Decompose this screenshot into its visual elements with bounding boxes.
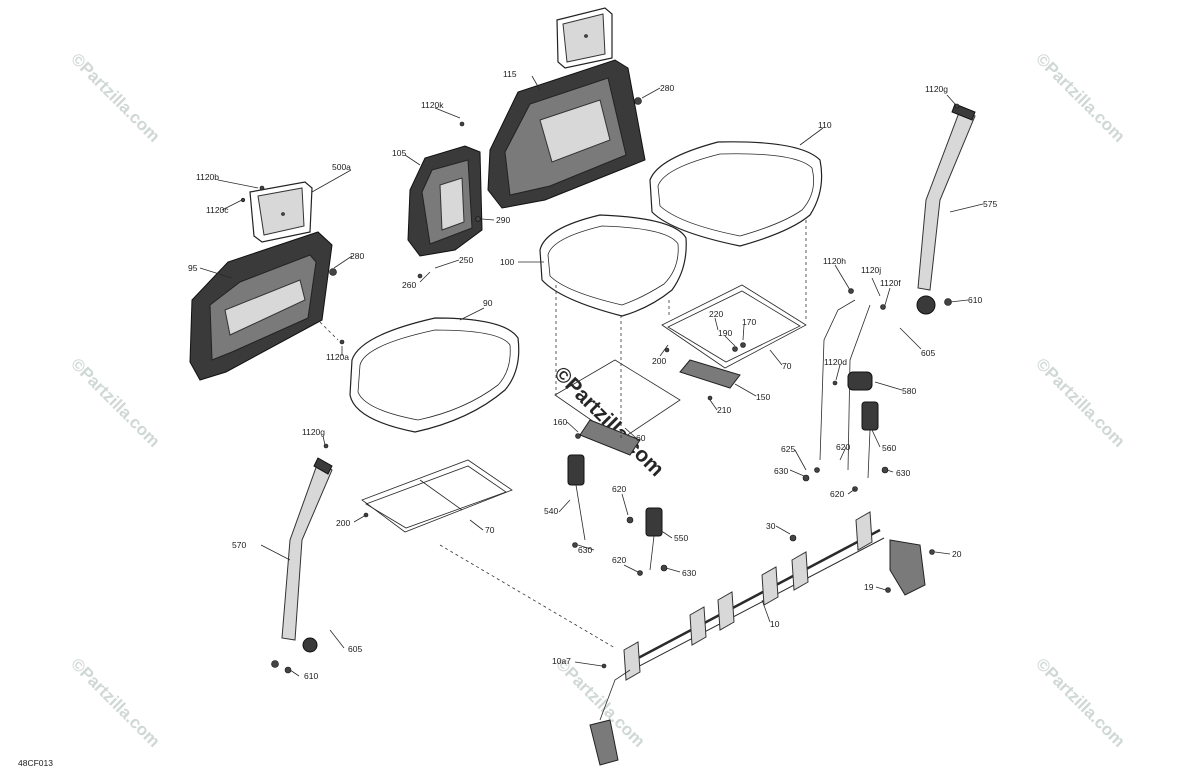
seat-belt-580 [819, 299, 873, 471]
callout-10: 10 [770, 619, 780, 629]
callout-630-a: 630 [578, 545, 592, 555]
callout-1120k: 1120k [421, 100, 444, 110]
headrest-left [249, 181, 313, 243]
seat-belt-575 [916, 103, 976, 315]
backrest-105 [407, 145, 483, 257]
callout-30: 30 [766, 521, 776, 531]
callout-630-d: 630 [896, 468, 910, 478]
belt-buckle-550 [645, 507, 663, 571]
callout-580: 580 [902, 386, 916, 396]
callout-620-c: 620 [836, 442, 850, 452]
callout-115: 115 [503, 69, 517, 79]
callout-1120h: 1120h [823, 256, 846, 266]
callout-95: 95 [188, 263, 198, 273]
watermark: ©Partzilla.com [67, 49, 163, 145]
callout-105: 105 [392, 148, 406, 158]
callout-70-right: 70 [782, 361, 792, 371]
callout-620-a: 620 [612, 484, 626, 494]
callout-200-right: 200 [652, 356, 666, 366]
watermark: ©Partzilla.com [67, 654, 163, 750]
callout-110: 110 [818, 120, 832, 130]
callout-19: 19 [864, 582, 874, 592]
seat-frame-70-left [361, 459, 513, 533]
callout-1120a: 1120a [326, 352, 349, 362]
callout-190: 190 [718, 328, 732, 338]
callout-60: 60 [636, 433, 646, 443]
seat-cushion-100 [539, 214, 687, 317]
callout-260: 260 [402, 280, 416, 290]
watermark: ©Partzilla.com [67, 354, 163, 450]
seat-base-frame-10 [589, 511, 926, 766]
watermark: ©Partzilla.com [1032, 49, 1128, 145]
callout-550: 550 [674, 533, 688, 543]
alignment-lines [319, 220, 807, 649]
callout-610-right: 610 [968, 295, 982, 305]
seat-belt-570 [281, 457, 333, 653]
callout-500a: 500a [332, 162, 351, 172]
leader-lines [199, 75, 984, 677]
callout-280-top: 280 [660, 83, 674, 93]
watermark-center: ©Partzilla.com [549, 362, 668, 481]
callout-630-b: 630 [682, 568, 696, 578]
callout-160: 160 [553, 417, 567, 427]
callout-610-left: 610 [304, 671, 318, 681]
callout-100: 100 [500, 257, 514, 267]
seat-cushion-110 [649, 141, 823, 247]
callout-605-left: 605 [348, 644, 362, 654]
headrest-center [556, 7, 613, 69]
callout-1120j: 1120j [861, 265, 881, 275]
callout-570: 570 [232, 540, 246, 550]
callout-1120c: 1120c [206, 205, 229, 215]
callout-1120g-right: 1120g [925, 84, 948, 94]
callout-540: 540 [544, 506, 558, 516]
fasteners [240, 97, 960, 674]
callout-575: 575 [983, 199, 997, 209]
callout-290: 290 [496, 215, 510, 225]
callout-labels: 500a 1120b 1120c 280 95 1120a 105 1120k … [188, 69, 997, 681]
belt-buckle-560 [861, 401, 879, 479]
callout-560: 560 [882, 443, 896, 453]
callout-1120f: 1120f [880, 278, 901, 288]
callout-170: 170 [742, 317, 756, 327]
callout-20: 20 [952, 549, 962, 559]
callout-1120g-left: 1120g [302, 427, 325, 437]
callout-625: 625 [781, 444, 795, 454]
callout-70-left: 70 [485, 525, 495, 535]
diagram-code: 48CF013 [18, 758, 53, 768]
callout-220: 220 [709, 309, 723, 319]
callout-620-b: 620 [612, 555, 626, 565]
callout-10a7: 10a7 [552, 656, 571, 666]
callout-200-left: 200 [336, 518, 350, 528]
seat-frame-70-right [661, 284, 807, 389]
seat-cushion-90 [349, 317, 520, 433]
callout-280-left: 280 [350, 251, 364, 261]
callout-150: 150 [756, 392, 770, 402]
callout-1120d: 1120d [824, 357, 847, 367]
callout-620-d: 620 [830, 489, 844, 499]
watermark: ©Partzilla.com [1032, 354, 1128, 450]
callout-1120b: 1120b [196, 172, 219, 182]
backrest-95 [189, 231, 333, 381]
callout-605-right: 605 [921, 348, 935, 358]
callout-630-c: 630 [774, 466, 788, 476]
belt-buckle-540 [567, 454, 586, 541]
callout-250: 250 [459, 255, 473, 265]
watermark: ©Partzilla.com [1032, 654, 1128, 750]
backrest-115 [487, 59, 646, 209]
seat-frame-60 [554, 359, 681, 456]
callout-90: 90 [483, 298, 493, 308]
callout-210: 210 [717, 405, 731, 415]
